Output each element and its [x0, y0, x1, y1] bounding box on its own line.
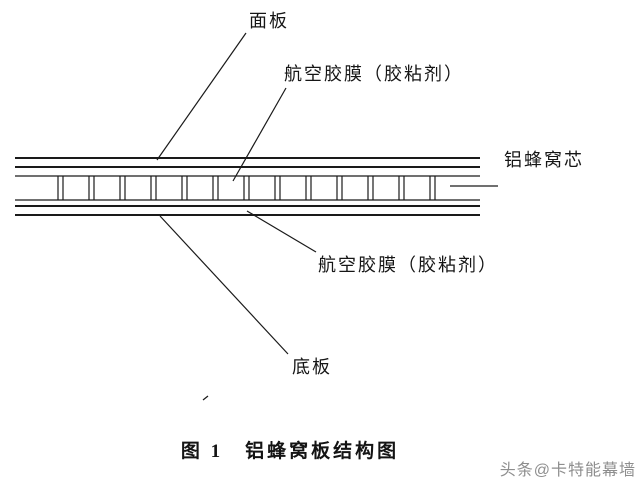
leader-lines — [156, 32, 498, 401]
leader-face-panel — [156, 32, 247, 161]
leader-adhesive-top — [232, 87, 287, 182]
adhesive-film-lines — [15, 175, 480, 201]
label-honeycomb-core: 铝蜂窝芯 — [504, 150, 584, 170]
bottom-face-sheet — [15, 205, 480, 216]
leader-adhesive-bottom — [246, 210, 317, 253]
top-face-sheet — [15, 157, 480, 168]
honeycomb-cell-walls — [57, 176, 436, 200]
leader-bottom-panel — [159, 215, 289, 355]
label-adhesive-top: 航空胶膜（胶粘剂） — [284, 64, 464, 84]
figure-caption: 图 1 铝蜂窝板结构图 — [180, 441, 400, 462]
label-bottom-panel: 底板 — [292, 357, 332, 377]
label-face-panel: 面板 — [249, 11, 289, 31]
label-adhesive-bottom: 航空胶膜（胶粘剂） — [318, 255, 498, 275]
stray-mark — [202, 395, 209, 401]
watermark: 头条@卡特能幕墙 — [499, 462, 636, 479]
